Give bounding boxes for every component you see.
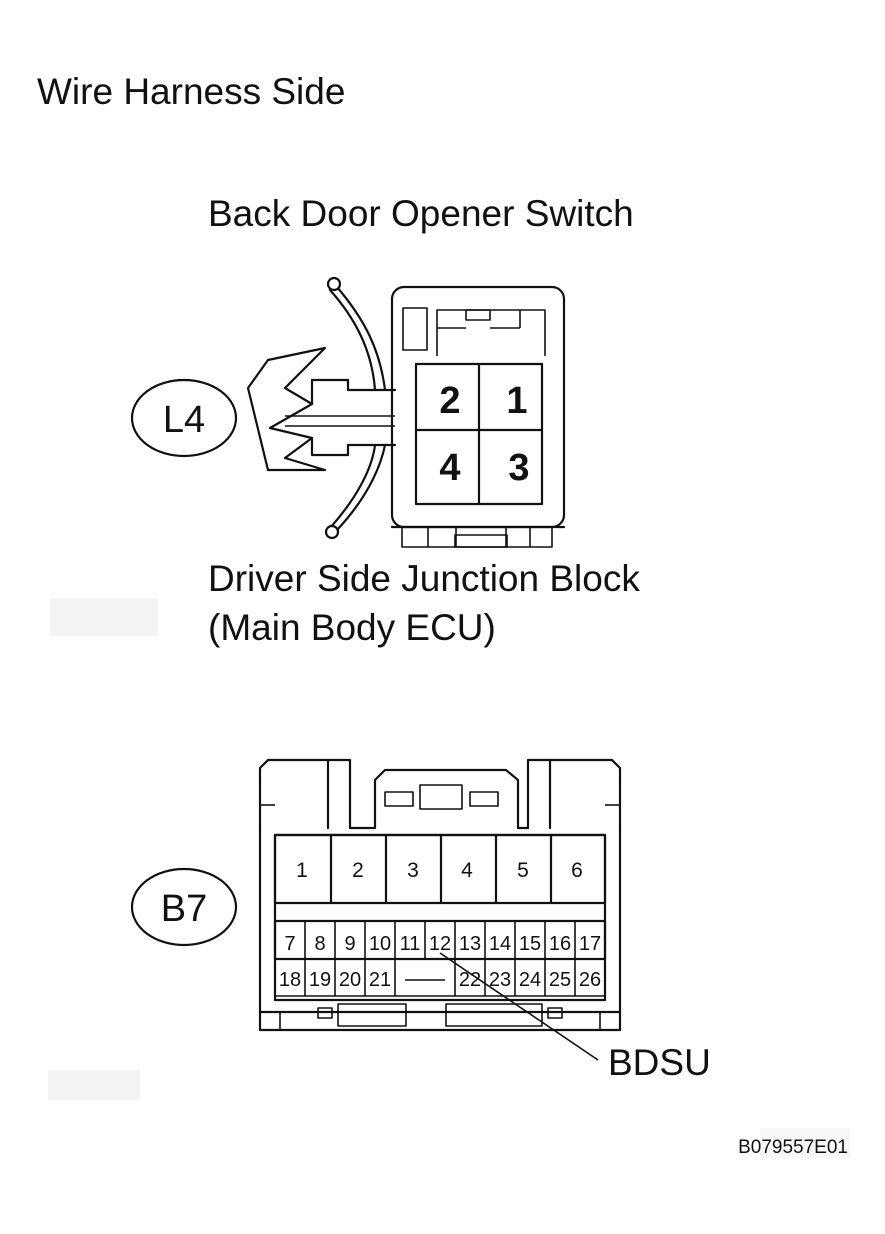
- scan-smudge: [760, 1128, 850, 1158]
- b7-pin-label: 1: [296, 859, 308, 882]
- l4-pin-label: 3: [508, 447, 529, 489]
- b7-pin-label: 2: [352, 859, 364, 882]
- figure-code: B079557E01: [738, 1137, 848, 1158]
- b7-pin-label: 11: [400, 933, 421, 955]
- b7-pin-label: 8: [314, 933, 325, 955]
- b7-pin-label: 23: [489, 969, 511, 991]
- b7-pin-label: 21: [369, 969, 391, 991]
- b7-pin-label: 17: [579, 933, 601, 955]
- b7-pin-label: 9: [344, 933, 355, 955]
- b7-pin-label: 5: [517, 859, 529, 882]
- page-title: Wire Harness Side: [37, 71, 345, 112]
- bdsu-callout-label: BDSU: [608, 1042, 711, 1083]
- l4-pin-label: 1: [506, 380, 527, 422]
- b7-connector-name-line2: (Main Body ECU): [208, 607, 496, 648]
- b7-pin-label: 16: [549, 933, 571, 955]
- b7-pin-label: 3: [407, 859, 419, 882]
- scan-smudge: [50, 598, 158, 636]
- l4-pin-label: 4: [439, 447, 460, 489]
- l4-connector-name: Back Door Opener Switch: [208, 193, 634, 234]
- l4-pin-label: 2: [439, 380, 460, 422]
- b7-pin-label: 14: [489, 933, 511, 955]
- b7-code-label: B7: [161, 888, 207, 930]
- b7-connector-name-line1: Driver Side Junction Block: [208, 558, 640, 599]
- scan-smudge: [48, 1070, 140, 1100]
- b7-pin-label: 25: [549, 969, 571, 991]
- b7-pin-label: 18: [279, 969, 301, 991]
- b7-pin-label: 26: [579, 969, 601, 991]
- l4-code-label: L4: [163, 399, 205, 441]
- b7-connector-drawing: [258, 758, 622, 1032]
- l4-connector-drawing: [246, 276, 566, 548]
- b7-pin-label: 7: [284, 933, 295, 955]
- l4-code-badge: [130, 378, 238, 458]
- b7-pin-label: 6: [571, 859, 583, 882]
- bdsu-leader-line: [439, 952, 599, 1061]
- b7-pin-label: 24: [519, 969, 541, 991]
- b7-pin-label: 4: [461, 859, 473, 882]
- b7-pin-label: 19: [309, 969, 331, 991]
- b7-pin-label: 20: [339, 969, 361, 991]
- b7-pin-label: 13: [459, 933, 481, 955]
- b7-pin-label: 15: [519, 933, 541, 955]
- b7-code-badge: [130, 867, 238, 947]
- b7-pin-label: 10: [369, 933, 391, 955]
- b7-pin-label: 12: [429, 933, 451, 955]
- b7-pin-label: 22: [459, 969, 481, 991]
